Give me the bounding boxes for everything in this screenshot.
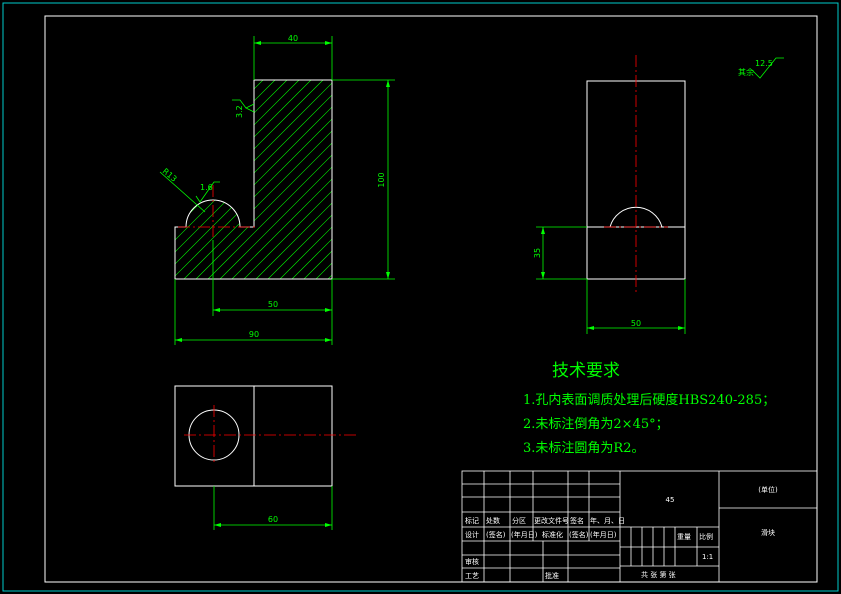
tb-process: 工艺 <box>465 572 479 580</box>
hatch-line <box>475 80 695 300</box>
tech-item-2: 2.未标注倒角为2×45°； <box>523 417 669 432</box>
hatch-line <box>175 80 332 279</box>
hatch-line <box>210 80 332 279</box>
hatch-line <box>583 80 803 300</box>
dim-bottom-inner: 50 <box>268 300 278 309</box>
hatch-line <box>343 80 563 300</box>
tb-unit: (单位) <box>758 485 778 494</box>
tech-item-1: 1.孔内表面调质处理后硬度HBS240-285； <box>523 392 775 408</box>
roughness-hole-value: 1.6 <box>200 183 213 192</box>
tb-scale-value: 1:1 <box>702 553 713 561</box>
hatch-line <box>306 80 332 279</box>
hatch-line <box>175 80 332 279</box>
hatch-line <box>439 80 659 300</box>
hatch-line <box>595 80 815 300</box>
roughness-note: 其余 12.5 <box>738 57 784 79</box>
hatch-line <box>258 80 332 279</box>
tb-header-mark: 标记 <box>465 516 479 525</box>
hatch-line <box>427 80 647 300</box>
hatch-line <box>559 80 779 300</box>
hatch-line <box>511 80 731 300</box>
hatch-line <box>318 80 332 279</box>
section-hatching <box>175 80 827 300</box>
hatch-line <box>487 80 707 300</box>
hatch-line <box>270 80 332 279</box>
hatch-line <box>198 80 332 279</box>
hatch-line <box>175 80 332 279</box>
roughness-note-label: 其余 <box>738 67 754 77</box>
tb-design: 设计 <box>465 530 479 539</box>
technical-requirements: 技术要求 1.孔内表面调质处理后硬度HBS240-285； 2.未标注倒角为2×… <box>523 361 775 456</box>
hatch-line <box>175 80 228 279</box>
roughness-symbol-side <box>232 99 255 113</box>
tb-scale-label: 比例 <box>699 532 713 541</box>
radius-leader <box>159 171 206 213</box>
tb-material: 45 <box>666 496 675 504</box>
hatch-line <box>607 80 827 300</box>
hatch-line <box>222 80 332 279</box>
tb-standard-sign: (签名) <box>569 530 589 539</box>
hatch-line <box>403 80 623 300</box>
roughness-symbol-hole <box>195 181 220 203</box>
tb-header-count: 处数 <box>486 516 500 525</box>
tech-title: 技术要求 <box>552 361 620 381</box>
dim-top-width: 40 <box>288 34 298 43</box>
tb-part-name: 滑块 <box>761 528 775 537</box>
hatch-line <box>571 80 791 300</box>
hatch-line <box>463 80 683 300</box>
hatch-line <box>175 80 332 279</box>
hatch-line <box>499 80 719 300</box>
hatch-line <box>175 80 300 279</box>
hatch-line <box>415 80 635 300</box>
roughness-note-symbol <box>751 57 784 79</box>
hatch-line <box>535 80 755 300</box>
hatch-line <box>175 80 264 279</box>
top-view: 60 <box>174 385 358 530</box>
hatch-line <box>294 80 332 279</box>
hatch-line <box>234 80 332 279</box>
hatch-line <box>175 80 332 279</box>
hatch-line <box>523 80 743 300</box>
hatch-line <box>330 80 332 279</box>
tb-standard: 标准化 <box>542 530 563 539</box>
tb-design-sign: (签名) <box>486 530 506 539</box>
dim-height: 100 <box>377 172 386 187</box>
hatch-line <box>379 80 599 300</box>
tb-header-change-doc: 更改文件号 <box>534 516 569 525</box>
hatch-line <box>282 80 332 279</box>
roughness-note-value: 12.5 <box>755 59 773 68</box>
hatch-line <box>175 80 216 279</box>
dim-right-height: 35 <box>533 248 542 258</box>
front-view-outline <box>174 79 333 280</box>
tb-header-sign: 签名 <box>570 516 584 525</box>
hatch-line <box>367 80 587 300</box>
front-view: 40 100 R13 1.6 3.2 50 90 <box>159 34 827 345</box>
roughness-side-value: 3.2 <box>235 105 244 118</box>
hatch-line <box>186 80 332 279</box>
dim-overall: 90 <box>249 330 259 339</box>
tb-sheets: 共 张 第 张 <box>641 570 676 579</box>
dim-plan-width: 60 <box>268 515 278 524</box>
dim-right-width: 50 <box>631 319 641 328</box>
tb-review: 审核 <box>465 557 479 566</box>
tb-design-date: (年月日) <box>511 530 538 539</box>
tb-standard-date: (年月日) <box>590 530 617 539</box>
tb-header-date: 年、月、日 <box>590 516 625 525</box>
tech-item-3: 3.未标注圆角为R2。 <box>523 441 644 456</box>
tb-approve: 批准 <box>545 571 559 580</box>
hatch-line <box>175 80 252 279</box>
hatch-line <box>246 80 332 279</box>
tb-weight-label: 重量 <box>677 533 691 541</box>
hatch-line <box>547 80 767 300</box>
drawing-frame <box>44 15 818 583</box>
title-block-frame <box>461 470 818 583</box>
hatch-line <box>391 80 611 300</box>
side-view-hole-arc <box>609 206 663 228</box>
hatch-line <box>451 80 671 300</box>
tb-header-zone: 分区 <box>512 516 526 525</box>
title-block: 标记 处数 分区 更改文件号 签名 年、月、日 设计 (签名) (年月日) 标准… <box>461 470 818 583</box>
side-view: 35 50 <box>533 55 686 334</box>
